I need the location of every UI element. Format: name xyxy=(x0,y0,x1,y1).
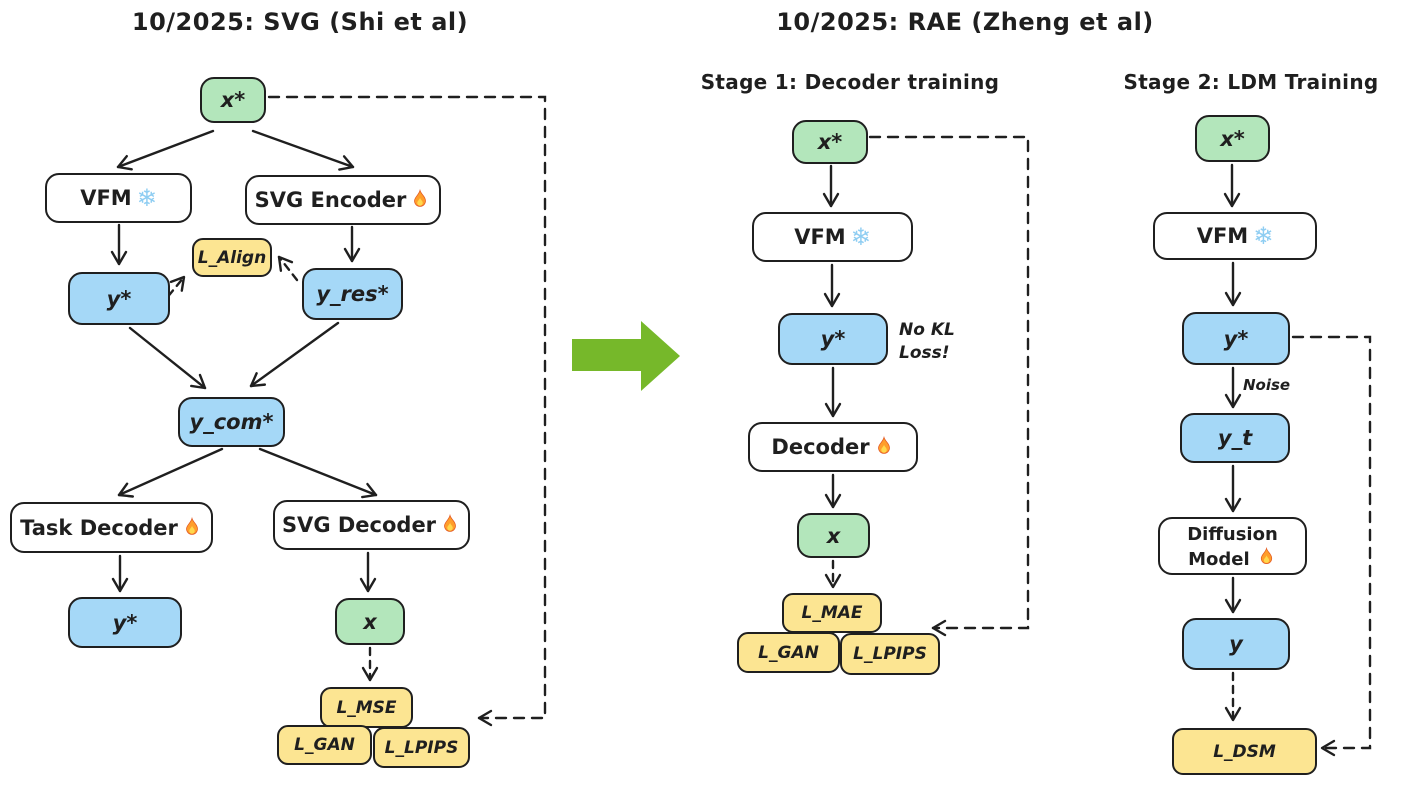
node-label: x* xyxy=(1220,126,1245,151)
s1-node-decoder: Decoder xyxy=(748,422,918,472)
s1-node-vfm: VFM ❄ xyxy=(752,212,913,262)
s2-node-xstar: x* xyxy=(1195,115,1270,162)
node-label: VFM xyxy=(794,225,846,249)
arrow-xstar-to-vfm xyxy=(116,129,215,171)
node-label: L_DSM xyxy=(1213,741,1276,762)
node-label: L_Align xyxy=(197,247,267,268)
left-diagram-title: 10/2025: SVG (Shi et al) xyxy=(131,8,469,36)
fire-icon xyxy=(1260,546,1273,564)
node-svg-encoder: SVG Encoder xyxy=(245,175,441,225)
node-label: y* xyxy=(106,286,132,311)
node-label: VFM xyxy=(80,186,132,210)
node-label: Decoder xyxy=(771,435,870,459)
arrow-ycom-to-taskdec xyxy=(117,447,224,498)
node-l-lpips: L_LPIPS xyxy=(373,727,470,768)
node-x-out: x xyxy=(335,598,405,645)
node-xstar: x* xyxy=(200,77,266,123)
node-l-gan: L_GAN xyxy=(277,725,372,765)
node-label: SVG Decoder xyxy=(281,513,437,537)
snowflake-icon: ❄ xyxy=(1253,222,1274,250)
arrow-yres-to-ycom xyxy=(249,321,340,388)
node-vfm: VFM ❄ xyxy=(45,173,192,223)
node-label: L_MSE xyxy=(336,697,397,718)
node-ycom: y_com* xyxy=(178,397,285,447)
arrow-xstar-to-losses-dashed xyxy=(267,95,547,727)
s2-node-ystar: y* xyxy=(1182,312,1290,365)
node-label: y* xyxy=(820,327,846,351)
node-ystar: y* xyxy=(68,272,170,325)
fire-icon xyxy=(877,436,890,454)
no-kl-loss-annotation: No KL Loss! xyxy=(899,320,955,363)
arrow-xstar-to-encoder xyxy=(251,129,355,171)
transition-arrow xyxy=(572,321,680,391)
node-label: VFM xyxy=(1196,224,1249,248)
s1-node-ystar: y* xyxy=(778,313,888,365)
s2-node-diffusion-model: Diffusion Model xyxy=(1158,517,1307,575)
node-label: y_t xyxy=(1217,426,1253,450)
node-label: y xyxy=(1229,632,1243,656)
s2-node-vfm: VFM ❄ xyxy=(1153,212,1317,260)
arrow-s2-ystar-to-ldsm-dashed xyxy=(1291,335,1372,757)
s1-node-l-gan: L_GAN xyxy=(737,632,840,673)
stage2-subtitle: Stage 2: LDM Training xyxy=(1123,70,1379,94)
node-label: y* xyxy=(112,610,138,635)
node-label: SVG Encoder xyxy=(254,188,407,212)
node-label: y_res* xyxy=(316,282,389,306)
node-yres: y_res* xyxy=(302,268,403,320)
node-l-align: L_Align xyxy=(192,238,272,277)
s2-node-y: y xyxy=(1182,618,1290,670)
s1-node-xstar: x* xyxy=(792,120,868,164)
node-ystar-out: y* xyxy=(68,597,182,648)
fire-icon xyxy=(414,189,427,207)
node-label: L_GAN xyxy=(294,735,355,755)
node-label: x xyxy=(363,609,377,634)
node-l-mse: L_MSE xyxy=(320,687,413,728)
snowflake-icon: ❄ xyxy=(136,184,157,212)
arrow-ycom-to-svgdec xyxy=(258,447,378,499)
node-label: Diffusion Model xyxy=(1187,524,1278,570)
s2-node-l-dsm: L_DSM xyxy=(1172,728,1317,775)
node-label: x xyxy=(826,523,841,548)
noise-edge-label: Noise xyxy=(1243,376,1291,394)
node-label: L_MAE xyxy=(801,603,863,623)
stage1-subtitle: Stage 1: Decoder training xyxy=(700,70,1000,94)
node-label: L_GAN xyxy=(758,642,819,663)
s2-node-yt: y_t xyxy=(1180,413,1290,463)
right-diagram-title: 10/2025: RAE (Zheng et al) xyxy=(776,8,1154,36)
node-label: x* xyxy=(817,130,843,154)
fire-icon xyxy=(186,516,198,535)
node-label: L_LPIPS xyxy=(853,644,927,664)
node-label: y* xyxy=(1223,326,1249,351)
node-label: Task Decoder xyxy=(20,515,178,540)
node-label: L_LPIPS xyxy=(384,737,459,758)
s1-node-x: x xyxy=(797,513,870,558)
node-task-decoder: Task Decoder xyxy=(10,502,213,553)
s1-node-l-mae: L_MAE xyxy=(782,593,882,633)
node-svg-decoder: SVG Decoder xyxy=(273,500,470,550)
s1-node-l-lpips: L_LPIPS xyxy=(840,633,940,675)
arrow-s1-xstar-to-losses-dashed xyxy=(868,135,1030,637)
arrow-yres-to-lalign xyxy=(277,255,299,282)
node-label: x* xyxy=(220,88,246,112)
fire-icon xyxy=(444,514,456,532)
arrow-ystar-to-ycom xyxy=(128,326,207,390)
node-label: y_com* xyxy=(189,410,274,434)
snowflake-icon: ❄ xyxy=(850,223,871,251)
